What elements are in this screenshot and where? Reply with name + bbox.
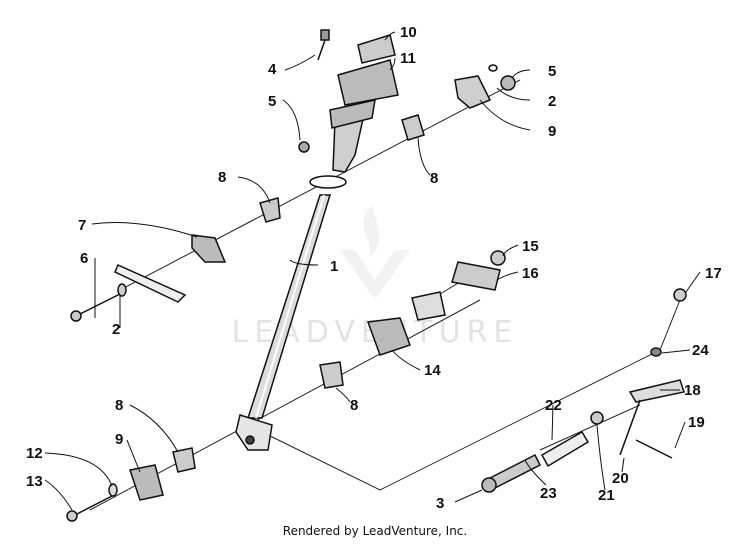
callout-13: 13 (26, 473, 43, 490)
steering-post (235, 99, 376, 451)
callout-17: 17 (705, 265, 722, 282)
callout-2-lower: 2 (112, 321, 120, 338)
lower-clamp-left (66, 447, 196, 522)
callout-23: 23 (540, 485, 557, 502)
callout-16: 16 (522, 265, 539, 282)
callout-20: 20 (612, 470, 629, 487)
callout-8-lower-center: 8 (350, 397, 358, 414)
clamp-9-upper (298, 64, 516, 153)
handlebar-clamp-upper (337, 34, 399, 106)
callout-22: 22 (545, 397, 562, 414)
callout-leaders (44, 31, 701, 511)
callout-labels: 10 11 4 5 5 2 9 8 8 7 6 2 1 15 16 14 8 8… (26, 24, 722, 512)
callout-19: 19 (688, 414, 705, 431)
callout-10: 10 (400, 24, 417, 41)
clamp-7 (70, 197, 281, 322)
callout-8-upper-right: 8 (430, 170, 438, 187)
callout-7: 7 (78, 217, 86, 234)
callout-8-lower-left: 8 (115, 397, 123, 414)
lower-clamp-parts (319, 250, 506, 389)
callout-12: 12 (26, 445, 43, 462)
callout-9-lower: 9 (115, 431, 123, 448)
callout-9-upper: 9 (548, 123, 556, 140)
callout-5-left: 5 (268, 93, 276, 110)
callout-6: 6 (80, 250, 88, 267)
callout-4: 4 (268, 61, 277, 78)
callout-15: 15 (522, 238, 539, 255)
watermark-logo (340, 205, 410, 300)
callout-2-upper: 2 (548, 93, 556, 110)
callout-14: 14 (424, 362, 441, 379)
callout-1: 1 (330, 258, 338, 275)
callout-11: 11 (400, 50, 416, 67)
callout-5-right: 5 (548, 63, 556, 80)
callout-8-upper-left: 8 (218, 169, 226, 186)
callout-24: 24 (692, 342, 709, 359)
callout-18: 18 (684, 382, 701, 399)
footer-credit: Rendered by LeadVenture, Inc. (282, 524, 468, 538)
tie-rod-parts (481, 288, 687, 493)
bolt-4 (317, 29, 330, 61)
callout-3: 3 (436, 495, 444, 512)
callout-21: 21 (598, 487, 615, 504)
